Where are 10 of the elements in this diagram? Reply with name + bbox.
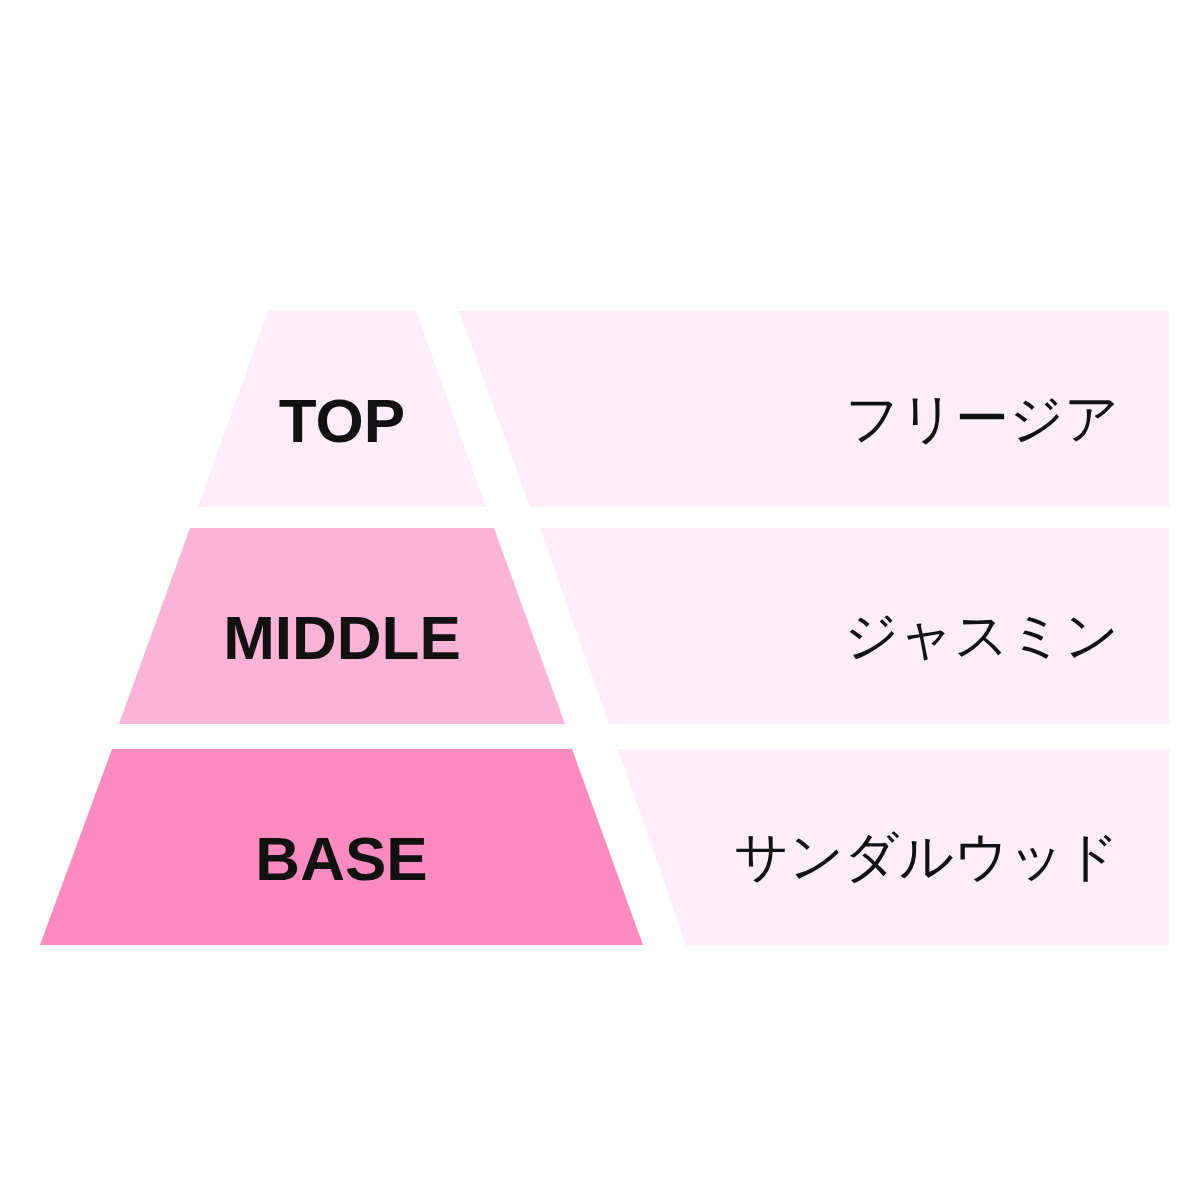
pyramid-tier (40, 749, 643, 945)
tier-label: TOP (278, 384, 406, 457)
tier-label: BASE (255, 822, 428, 895)
note-name: サンダルウッド (734, 823, 1119, 890)
note-name: フリージア (845, 385, 1119, 452)
tier-label: MIDDLE (223, 601, 461, 674)
note-panel (618, 749, 1169, 945)
note-panel (540, 528, 1169, 724)
pyramid-tier (119, 528, 565, 724)
note-name: ジャスミン (844, 602, 1119, 669)
